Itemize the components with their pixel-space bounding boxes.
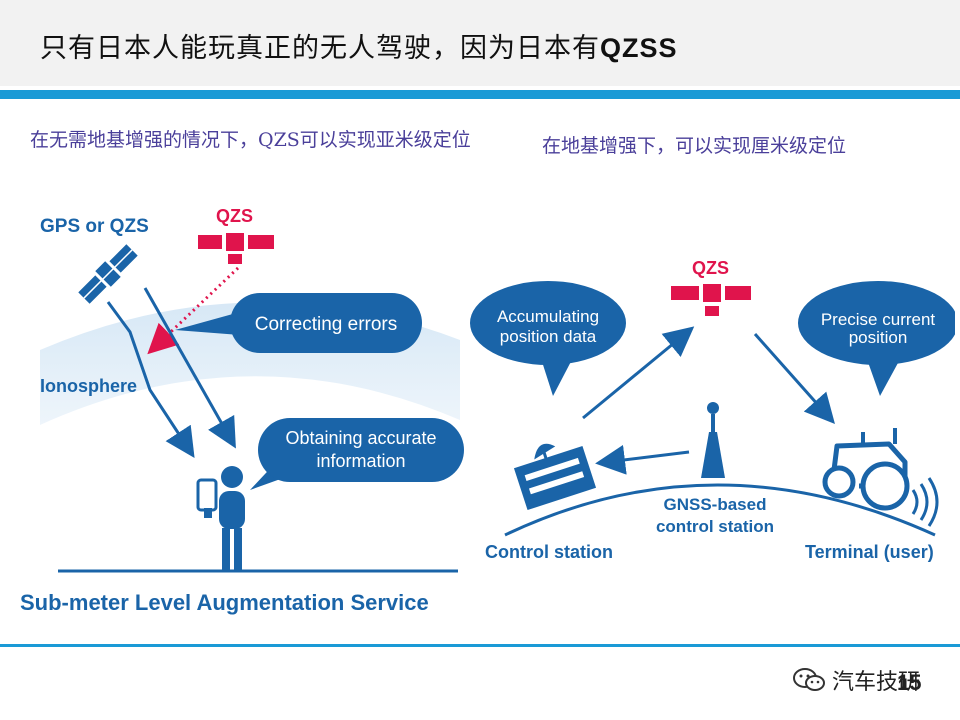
signal-waves-icon [911, 477, 939, 527]
svg-text:Correcting errors: Correcting errors [255, 314, 398, 335]
page-number: 15 [897, 670, 922, 695]
uplink-arrow [582, 326, 695, 420]
svg-text:position data: position data [500, 327, 597, 346]
qzs-label: QZS [216, 206, 253, 226]
service-title: Sub-meter Level Augmentation Service [20, 590, 429, 615]
svg-text:Precise current: Precise current [821, 310, 936, 329]
qzs-satellite-top-icon [671, 284, 751, 316]
earth-surface [504, 483, 936, 537]
downlink-arrow [753, 333, 835, 424]
svg-text:position: position [849, 328, 908, 347]
svg-text:Obtaining accurate: Obtaining accurate [285, 428, 436, 448]
slide-title: 只有日本人能玩真正的无人驾驶，因为日本有QZSS [40, 33, 678, 64]
gnss-station-label-2: control station [656, 517, 774, 536]
control-station-icon [513, 443, 597, 511]
correction-signal-arrow [147, 266, 240, 355]
left-caption: 在无需地基增强的情况下，QZS可以实现亚米级定位 [30, 129, 471, 151]
wechat-icon [793, 668, 825, 691]
tractor-icon [822, 428, 910, 511]
gnss-tower-icon [701, 402, 725, 478]
qzs-top-label: QZS [692, 258, 729, 278]
header-divider [0, 90, 960, 99]
svg-text:Accumulating: Accumulating [497, 307, 599, 326]
user-person-icon [219, 466, 245, 570]
smartphone-icon [196, 478, 218, 518]
right-caption: 在地基增强下，可以实现厘米级定位 [542, 135, 847, 157]
precise-position-bubble: Precise current position [798, 281, 955, 396]
qzs-satellite-icon [198, 233, 274, 264]
ionosphere-label: Ionosphere [40, 376, 137, 396]
terminal-user-label: Terminal (user) [805, 542, 934, 562]
station-to-control-arrow [595, 444, 690, 475]
svg-text:information: information [316, 451, 405, 471]
gps-signal-path-2 [143, 287, 236, 449]
obtaining-info-bubble: Obtaining accurate information [250, 418, 464, 490]
centimeter-diagram: QZS Accumulating position data Precise c… [470, 258, 955, 562]
accumulating-data-bubble: Accumulating position data [470, 281, 626, 396]
gps-satellite-icon [78, 244, 138, 304]
control-station-label: Control station [485, 542, 613, 562]
correcting-errors-bubble: Correcting errors [175, 293, 422, 353]
gnss-station-label: GNSS-based [664, 495, 767, 514]
sub-meter-diagram: GPS or QZS QZS Correcting errors Ionosph… [20, 206, 464, 615]
gps-qzs-label: GPS or QZS [40, 216, 149, 237]
gps-signal-path-1 [106, 301, 195, 459]
title-bar [0, 0, 960, 86]
footer-brand: 汽车技研 [792, 664, 920, 696]
footer-divider [0, 644, 960, 647]
brand-name: 汽车技研 [832, 670, 921, 695]
